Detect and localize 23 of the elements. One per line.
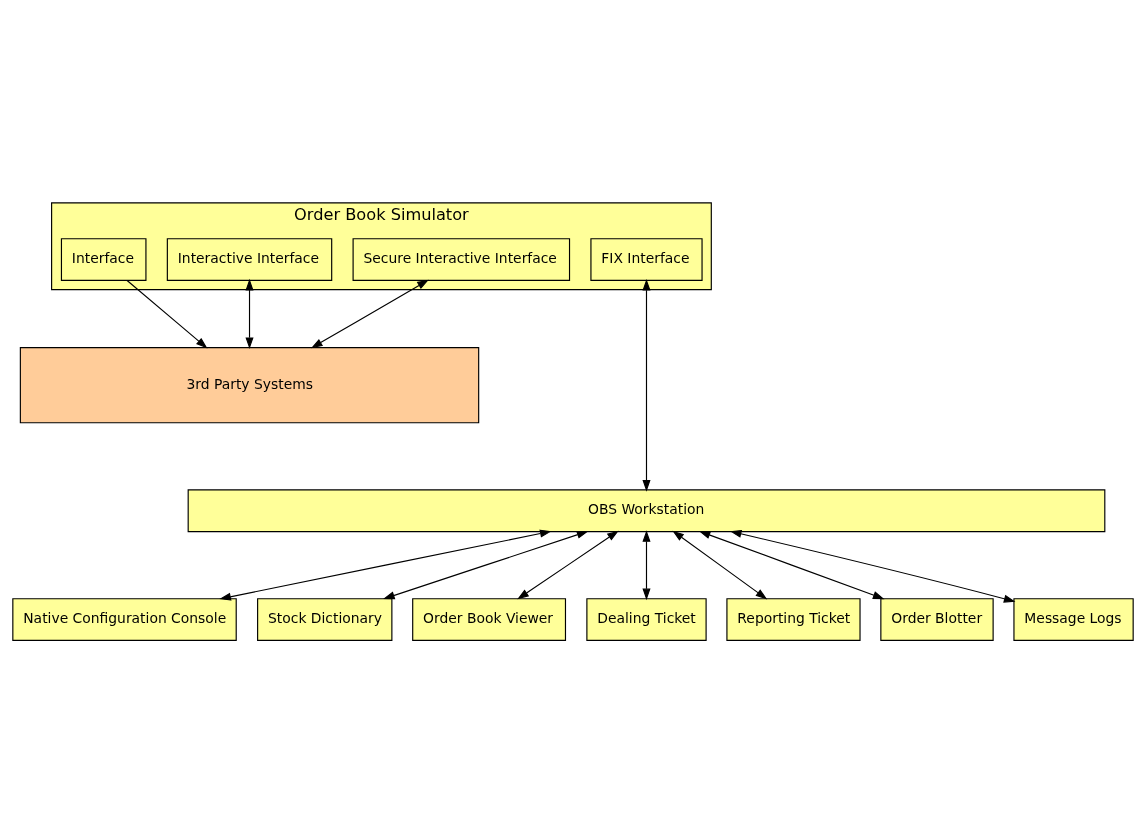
node-box: Order Blotter xyxy=(880,598,994,641)
node-box: Native Configuration Console xyxy=(12,598,237,641)
arrow xyxy=(698,531,885,600)
node-box: Message Logs xyxy=(1013,598,1134,641)
arrow xyxy=(383,530,589,600)
node-box: OBS Workstation xyxy=(187,489,1106,533)
node-box: Reporting Ticket xyxy=(726,598,861,641)
node-box: Stock Dictionary xyxy=(257,598,393,641)
arrow xyxy=(729,529,1016,603)
node-box: 3rd Party Systems xyxy=(19,347,480,424)
node-box: FIX Interface xyxy=(590,238,703,281)
arrow xyxy=(219,529,552,601)
arrow xyxy=(642,530,651,601)
node-box: Order Book Viewer xyxy=(412,598,567,641)
node-box: Interface xyxy=(60,238,147,281)
arrow xyxy=(311,279,429,349)
node-box: Interactive Interface xyxy=(166,238,333,281)
node-box: Secure Interactive Interface xyxy=(352,238,571,281)
arrow xyxy=(642,278,651,492)
node-box: Dealing Ticket xyxy=(586,598,707,641)
arrow xyxy=(245,278,254,350)
arrow xyxy=(672,530,768,600)
arrow xyxy=(517,530,619,600)
